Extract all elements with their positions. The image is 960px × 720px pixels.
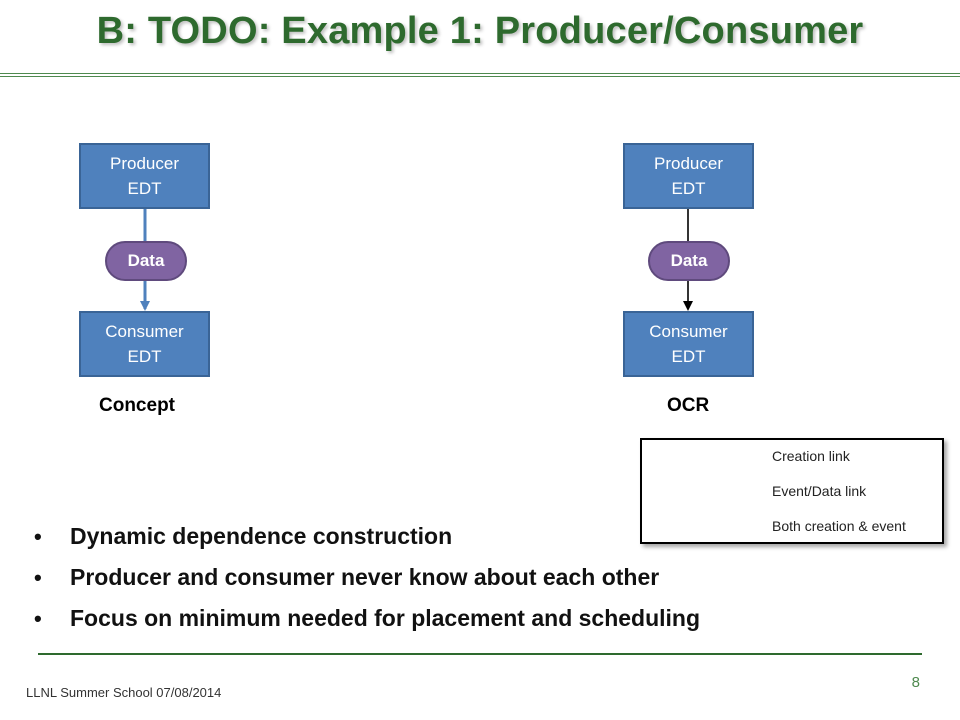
bullet-item: • Producer and consumer never know about … [34,557,700,598]
bullet-item: • Focus on minimum needed for placement a… [34,598,700,639]
legend-box: Creation link Event/Data link Both creat… [640,438,944,544]
concept-caption: Concept [99,395,175,416]
ocr-producer-edt: Producer EDT [623,143,754,209]
concept-producer-edt: Producer EDT [79,143,210,209]
title-divider [0,73,960,77]
page-number: 8 [911,674,920,691]
bullet-text: Producer and consumer never know about e… [70,564,660,590]
legend-both-label: Both creation & event [772,518,906,534]
legend-creation-label: Creation link [772,448,850,464]
bullet-text: Dynamic dependence construction [70,523,453,549]
footer-text: LLNL Summer School 07/08/2014 [26,685,222,700]
bullet-list: • Dynamic dependence construction • Produc… [34,516,700,639]
ocr-data-node: Data [648,241,730,281]
concept-consumer-edt: Consumer EDT [79,311,210,377]
ocr-caption: OCR [667,395,710,416]
footer-divider [38,653,922,655]
bullet-icon: • [34,565,42,590]
bullet-icon: • [34,606,42,631]
bullet-icon: • [34,524,42,549]
ocr-consumer-edt: Consumer EDT [623,311,754,377]
bullet-item: • Dynamic dependence construction [34,516,700,557]
concept-data-node: Data [105,241,187,281]
legend-event-label: Event/Data link [772,483,867,499]
slide-title: B: TODO: Example 1: Producer/Consumer [96,10,864,52]
bullet-text: Focus on minimum needed for placement an… [70,605,701,631]
